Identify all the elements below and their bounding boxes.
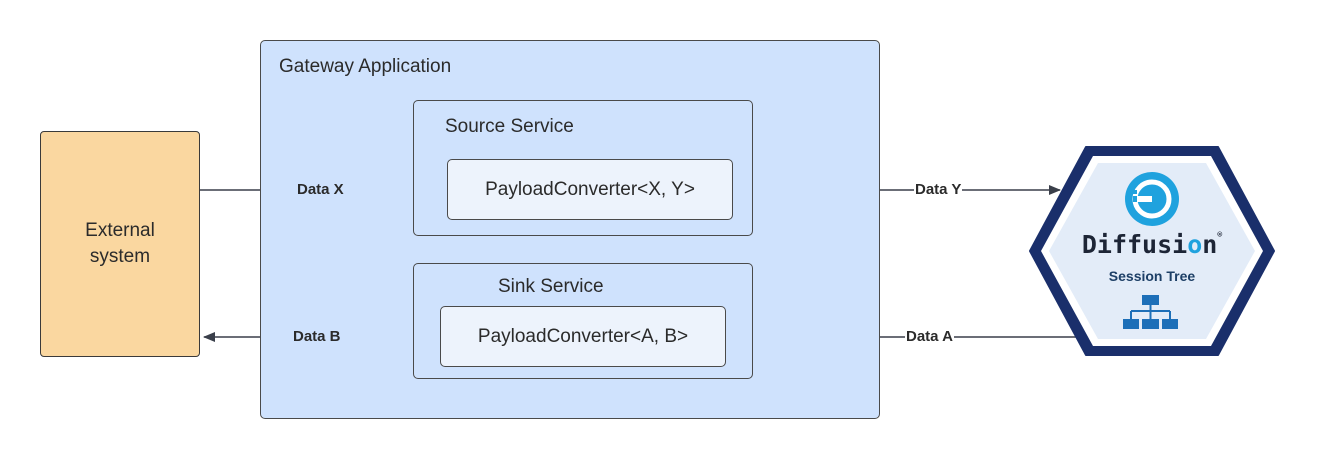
payload-converter-xy: PayloadConverter<X, Y> xyxy=(447,159,733,220)
external-system-node: External system xyxy=(40,131,200,357)
edge-label-data-x: Data X xyxy=(296,181,345,198)
edge-label-data-b: Data B xyxy=(292,328,342,345)
payload-converter-ab: PayloadConverter<A, B> xyxy=(440,306,726,367)
diffusion-session-tree-node xyxy=(1029,146,1275,356)
diffusion-logo-icon xyxy=(1125,172,1179,226)
edge-label-data-y: Data Y xyxy=(914,181,963,198)
session-tree-label: Session Tree xyxy=(1108,268,1196,284)
sink-service-title: Sink Service xyxy=(498,276,604,297)
diffusion-wordmark: Diffusion® xyxy=(1081,230,1223,259)
edge-label-data-a: Data A xyxy=(905,328,954,345)
gateway-application-title: Gateway Application xyxy=(279,56,452,77)
session-tree-icon xyxy=(1123,295,1178,329)
source-service-title: Source Service xyxy=(445,116,574,137)
